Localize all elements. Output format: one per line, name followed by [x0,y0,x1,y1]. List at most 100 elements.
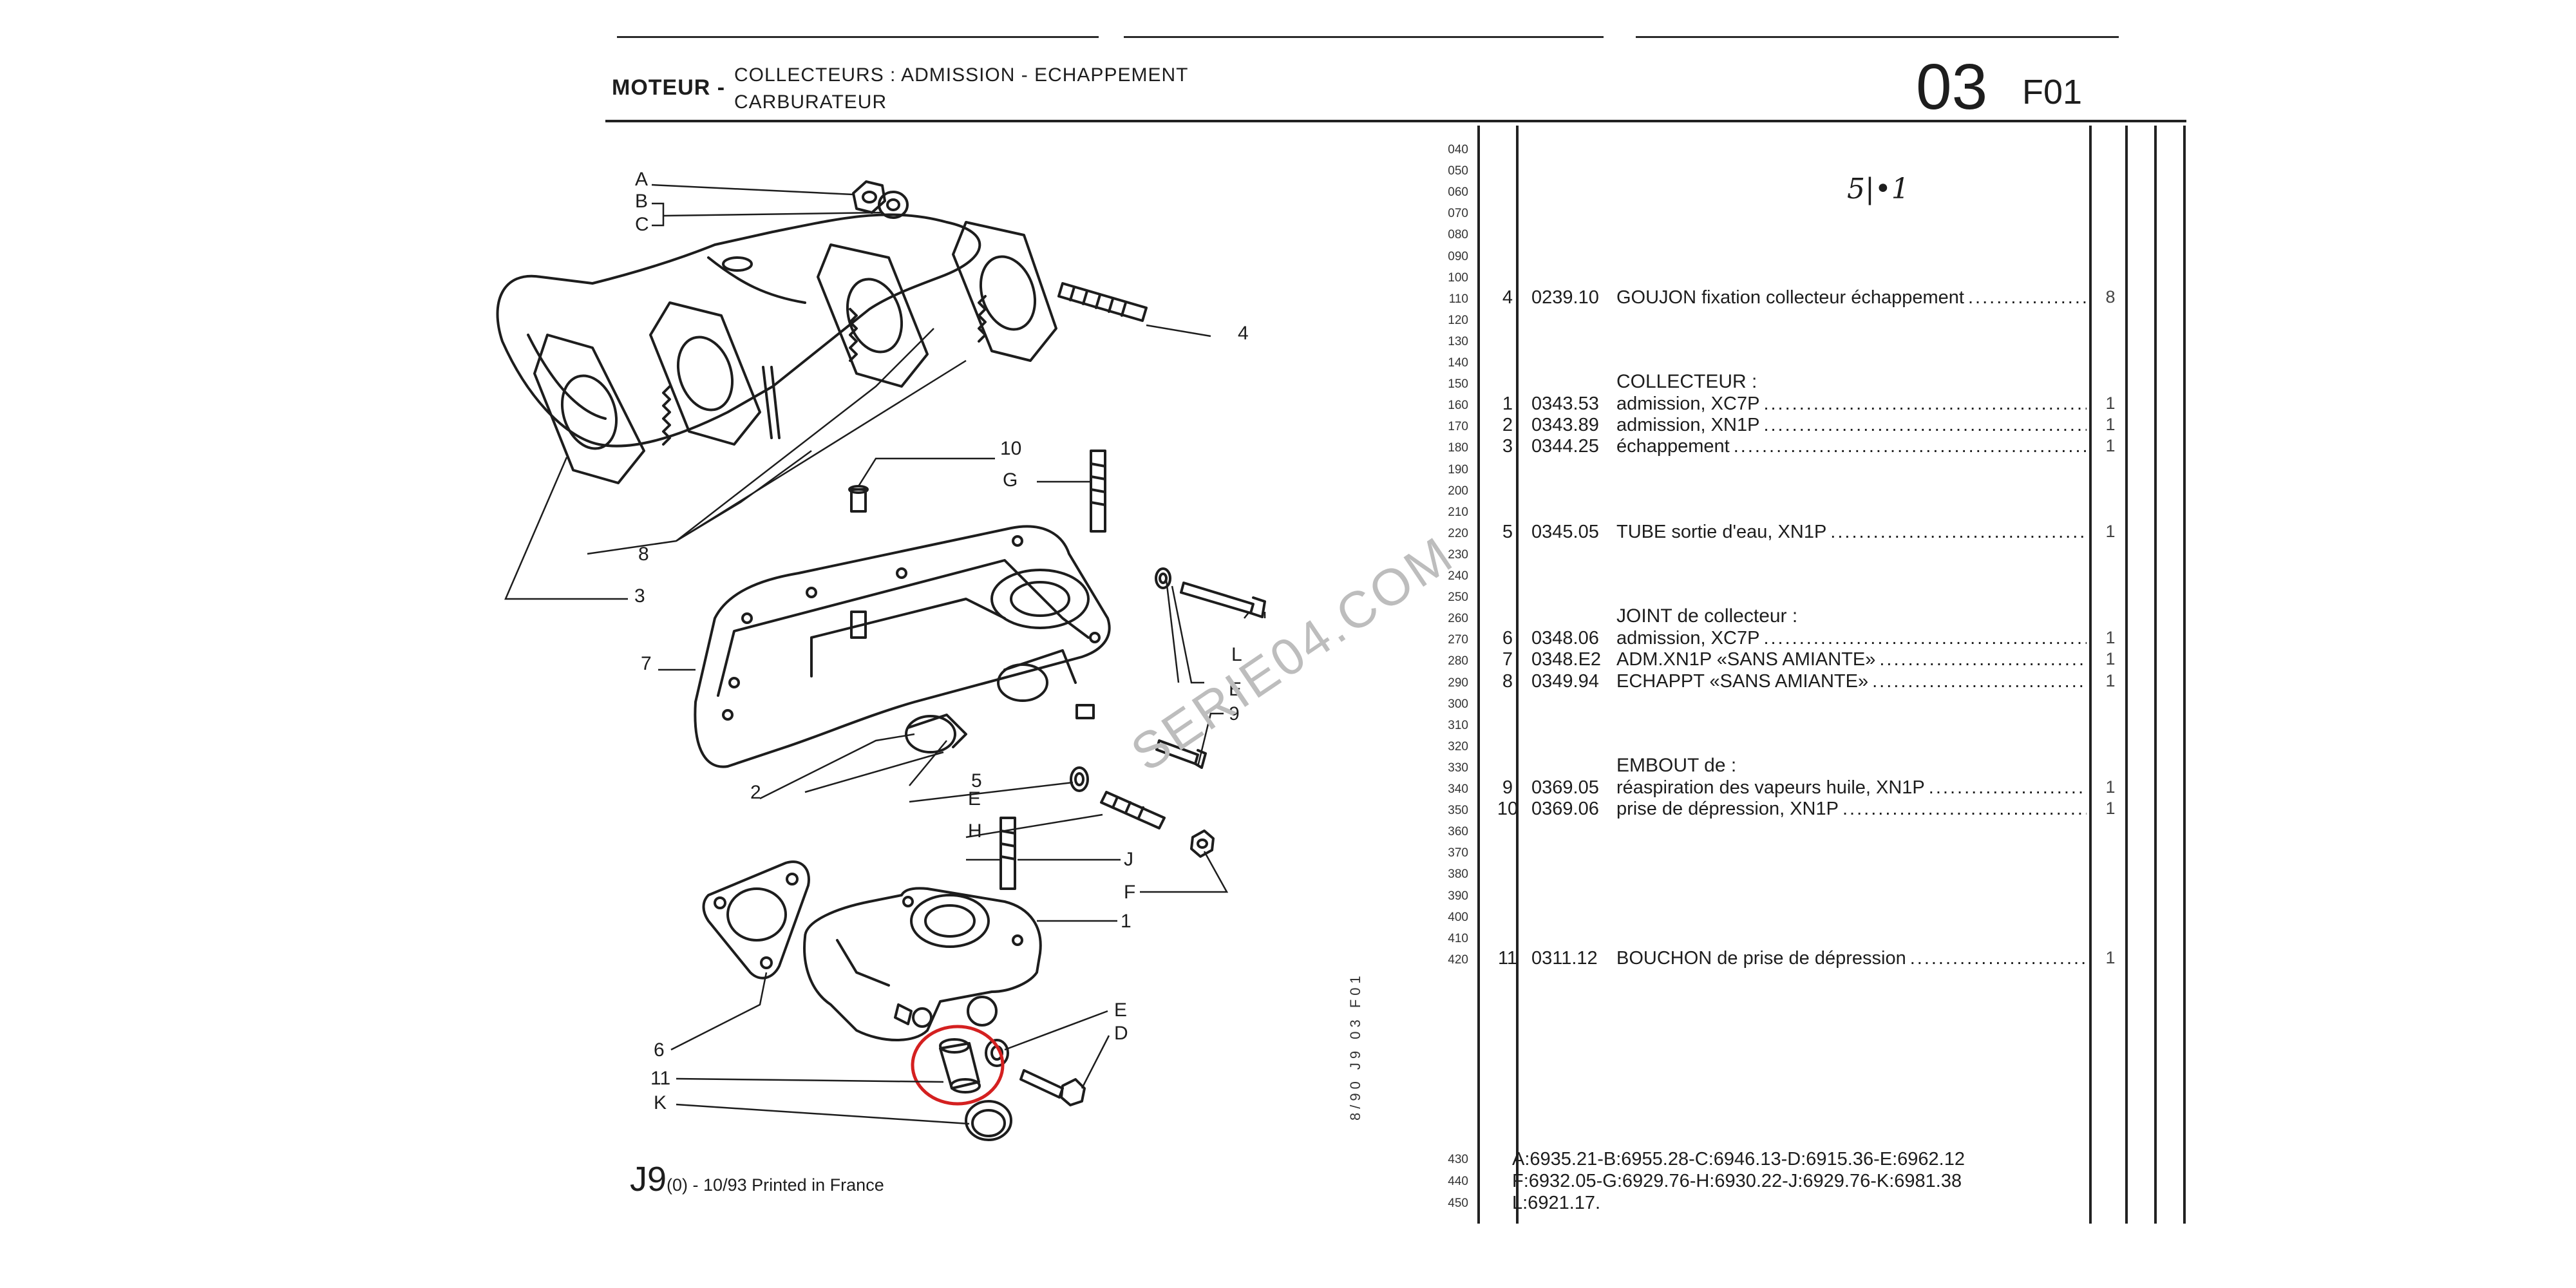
leader-dots: ........................................… [1909,947,2087,969]
nut-a-icon [852,180,886,214]
section-heading: EMBOUT de : [1616,754,1737,776]
label-g: G [1003,469,1018,491]
bolt-d-icon [1019,1069,1086,1106]
line-number: 160 [1448,399,1468,413]
part-description: prise de dépression, XN1P [1616,799,1839,820]
part-right-qty: 1 [2105,436,2116,456]
part-qty: 6 [1502,628,1513,649]
part-right-qty: 1 [2105,799,2116,819]
leader-dots: ........................................… [1733,436,2087,457]
line-number: 250 [1448,591,1468,605]
part-qty: 7 [1502,649,1513,670]
label-f: F [1124,882,1135,903]
washer-b-icon [878,191,909,219]
label-a: A [635,169,648,190]
footer-model: J9 [630,1160,667,1198]
table-rule-right-4 [2183,126,2186,1224]
line-number: 300 [1448,697,1468,711]
part-reference: 0343.53 [1531,393,1599,415]
handwritten-note: 5|•1 [1847,173,1909,205]
leader-dots: ........................................… [1928,777,2087,798]
part-qty: 4 [1502,287,1513,308]
label-2: 2 [750,782,761,803]
highlight-circle [911,1025,1005,1106]
part-description: ADM.XN1P «SANS AMIANTE» [1616,649,1876,670]
label-1: 1 [1121,911,1132,932]
part-reference: 0349.94 [1531,670,1599,692]
line-number: 340 [1448,782,1468,796]
gasket-6-icon [702,860,810,980]
line-number: 350 [1448,804,1468,818]
part-right-qty: 1 [2105,777,2116,797]
plug-11-icon [939,1038,981,1094]
manifold-flanges-drawing [533,221,1057,484]
line-number: 120 [1448,313,1468,327]
line-number: 240 [1448,569,1468,583]
codes-line-2: F:6932.05-G:6929.76-H:6930.22-J:6929.76-… [1512,1171,1962,1191]
part-description: admission, XC7P [1616,393,1760,415]
stud-4-icon [1057,282,1148,322]
label-8: 8 [638,544,649,565]
intake-manifold-drawing [694,525,1111,768]
top-rule-1 [617,36,1099,38]
line-number: 410 [1448,931,1468,945]
line-number: 070 [1448,207,1468,221]
footer: J9(0) - 10/93 Printed in France [630,1159,884,1199]
part-reference: 0311.12 [1531,947,1598,969]
leader-dots: ........................................… [1879,649,2087,670]
section-title: MOTEUR - [612,75,726,100]
line-number: 190 [1448,462,1468,477]
part-qty: 5 [1502,521,1513,542]
line-number: 040 [1448,143,1468,156]
part-reference: 0369.05 [1531,777,1599,798]
leader-dots: ........................................… [1842,799,2087,820]
part-right-qty: 1 [2105,670,2116,690]
line-number: 400 [1448,910,1468,924]
subtitle-line-2: CARBURATEUR [734,91,887,113]
label-b: B [635,191,648,212]
part-description: GOUJON fixation collecteur échappement [1616,287,1964,308]
part-right-qty: 1 [2105,649,2116,669]
label-6: 6 [654,1039,665,1061]
subtitle-line-1: COLLECTEURS : ADMISSION - ECHAPPEMENT [734,64,1189,86]
codes-line-1: A:6935.21-B:6955.28-C:6946.13-D:6915.36-… [1512,1149,1965,1170]
section-heading: COLLECTEUR : [1616,371,1757,393]
line-number: 290 [1448,676,1468,690]
label-7: 7 [641,653,652,674]
label-e-middle: E [968,788,981,810]
line-number: 110 [1448,292,1468,306]
label-l: L [1231,644,1242,665]
page-code: F01 [2022,73,2083,111]
label-4: 4 [1238,323,1249,344]
part-right-qty: 1 [2105,415,2116,435]
label-k: K [654,1092,667,1113]
part-reference: 0369.06 [1531,799,1599,820]
stud-g-icon [1090,450,1106,533]
part-qty: 2 [1502,415,1513,436]
label-e-lower: E [1114,999,1127,1021]
line-number: 140 [1448,356,1468,370]
part-qty: 3 [1502,436,1513,457]
line-number: 310 [1448,718,1468,732]
line-number: 090 [1448,249,1468,263]
part-description: TUBE sortie d'eau, XN1P [1616,521,1827,542]
line-number: 100 [1448,270,1468,285]
part-right-qty: 8 [2105,287,2116,307]
leader-dots: ........................................… [1763,393,2087,415]
line-number: 380 [1448,867,1468,882]
line-number: 050 [1448,164,1468,178]
table-rule-right-2 [2125,126,2128,1224]
part-description: admission, XC7P [1616,628,1760,649]
line-number: 390 [1448,889,1468,903]
part-description: BOUCHON de prise de dépression [1616,947,1906,969]
leader-dots: ........................................… [1967,287,2087,308]
washer-e-icon [1070,766,1089,792]
line-number: 230 [1448,547,1468,562]
part-reference: 0348.E2 [1531,649,1602,670]
table-rule-qty [1516,126,1519,1224]
line-number-footer: 430 [1448,1153,1468,1166]
part-reference: 0343.89 [1531,415,1599,436]
table-rule-right-1 [2089,126,2092,1224]
label-h: H [968,820,982,842]
